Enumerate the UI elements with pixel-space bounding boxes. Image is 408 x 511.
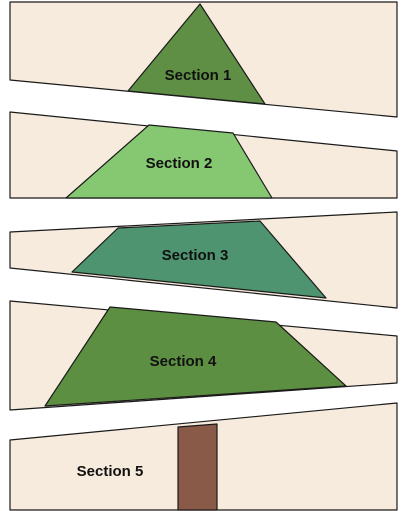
section-2-label: Section 2 <box>146 155 213 172</box>
trunk-shape <box>177 423 218 511</box>
section-5-panel: Section 5 <box>9 402 398 511</box>
section-4-panel: Section 4 <box>9 300 398 411</box>
section-4-label: Section 4 <box>150 353 217 370</box>
section-2-tree-shape <box>65 124 273 199</box>
section-5-label: Section 5 <box>77 463 144 480</box>
section-4-tree-shape <box>44 306 347 407</box>
section-3-tree-shape <box>71 220 327 299</box>
section-3-label: Section 3 <box>162 247 229 264</box>
section-1-tree-shape <box>127 3 266 105</box>
section-1-label: Section 1 <box>165 67 232 84</box>
section-1-panel: Section 1 <box>9 1 398 118</box>
section-3-panel: Section 3 <box>9 211 398 309</box>
section-2-panel: Section 2 <box>9 111 398 199</box>
